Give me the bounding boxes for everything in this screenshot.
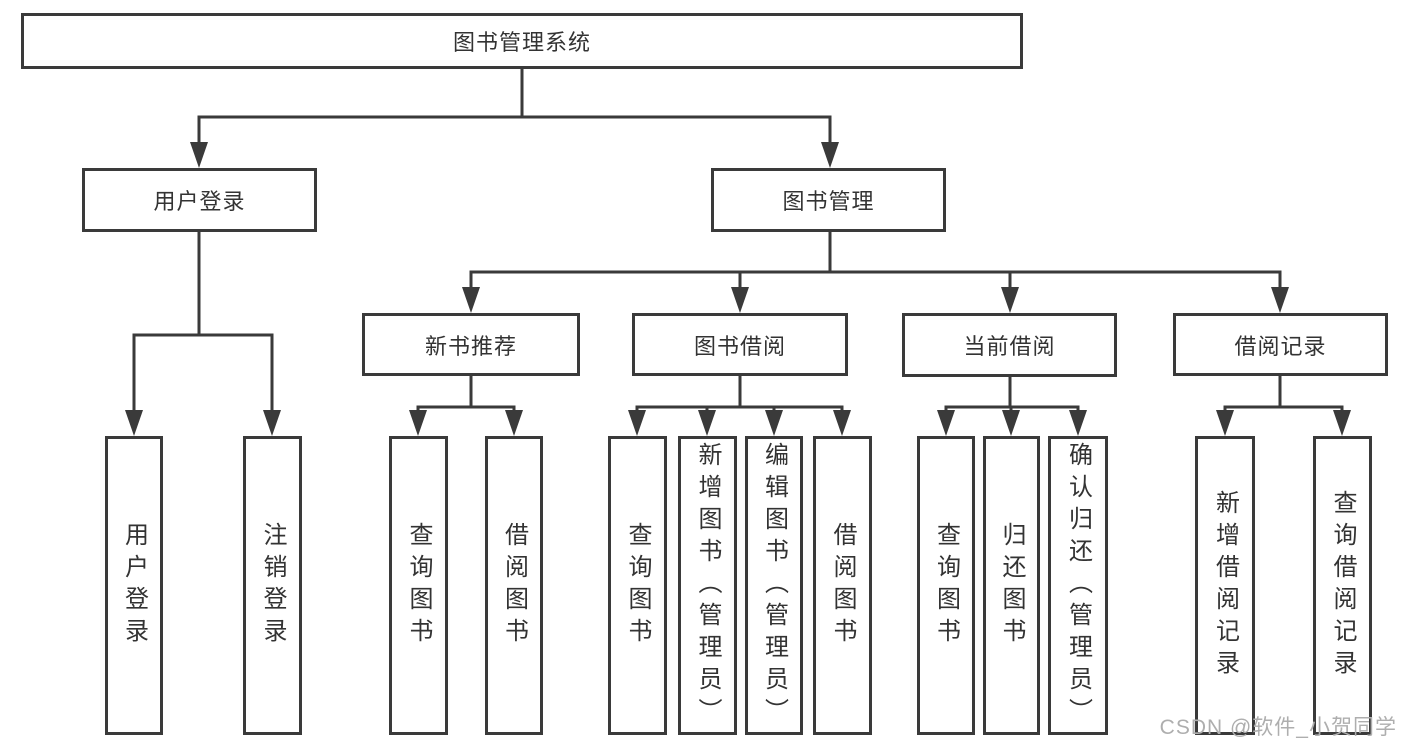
node-current-borrow: 当前借阅	[902, 313, 1117, 377]
node-root-system: 图书管理系统	[21, 13, 1023, 69]
leaf-edit-book-admin: 编辑图书（管理员）	[745, 436, 803, 735]
node-book-management: 图书管理	[711, 168, 946, 232]
leaf-confirm-return-admin: 确认归还（管理员）	[1048, 436, 1108, 735]
node-user-login: 用户登录	[82, 168, 317, 232]
node-new-book-recommend: 新书推荐	[362, 313, 580, 376]
csdn-watermark: CSDN @软件_小贺同学	[1159, 716, 1397, 739]
leaf-add-borrow-record: 新增借阅记录	[1195, 436, 1255, 735]
leaf-borrow-book-recommend: 借阅图书	[485, 436, 543, 735]
leaf-return-book: 归还图书	[983, 436, 1040, 735]
node-borrow-record: 借阅记录	[1173, 313, 1388, 376]
leaf-query-book-current: 查询图书	[917, 436, 975, 735]
leaf-user-login: 用户登录	[105, 436, 163, 735]
leaf-query-borrow-record: 查询借阅记录	[1313, 436, 1372, 735]
leaf-add-book-admin: 新增图书（管理员）	[678, 436, 737, 735]
node-book-borrow: 图书借阅	[632, 313, 848, 376]
leaf-query-book-recommend: 查询图书	[389, 436, 448, 735]
leaf-borrow-book: 借阅图书	[813, 436, 872, 735]
leaf-logout: 注销登录	[243, 436, 302, 735]
leaf-query-book-borrow: 查询图书	[608, 436, 667, 735]
